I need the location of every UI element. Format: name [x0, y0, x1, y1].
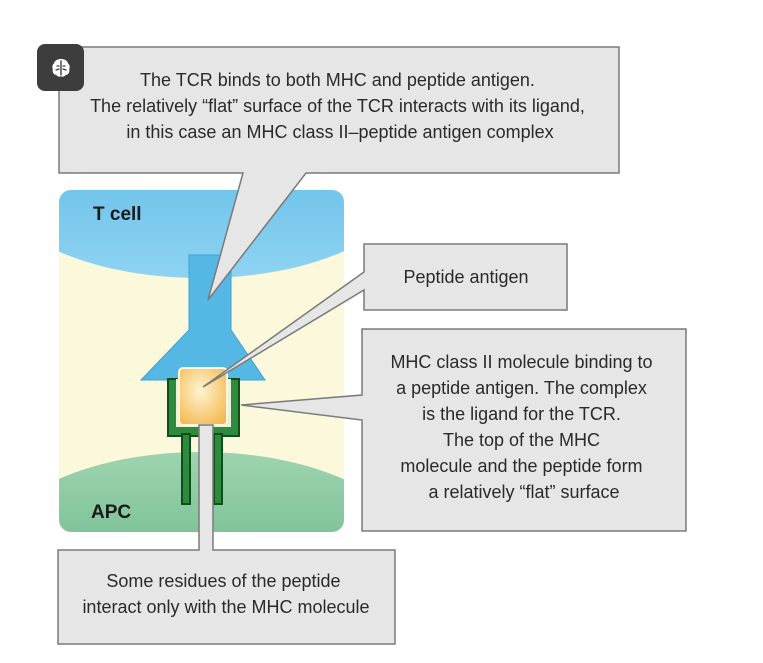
svg-text:Some residues of the peptide: Some residues of the peptide interact on… — [82, 571, 369, 617]
tcr-callout-line-1: The TCR binds to both MHC and peptide an… — [140, 70, 535, 90]
t-cell — [59, 190, 344, 278]
svg-text:Peptide antigen: Peptide antigen — [403, 267, 528, 287]
mhc-callout-line-1: MHC class II molecule binding to — [390, 352, 652, 372]
residues-callout: Some residues of the peptide interact on… — [57, 424, 396, 645]
svg-text:The TCR binds to both MHC and: The TCR binds to both MHC and peptide an… — [90, 70, 590, 142]
apc-label: APC — [91, 502, 131, 523]
mhc-callout-line-4: The top of the MHC — [443, 430, 600, 450]
residues-callout-line-2: interact only with the MHC molecule — [82, 597, 369, 617]
brain-button[interactable] — [37, 44, 84, 91]
mhc-callout-line-6: a relatively “flat” surface — [428, 482, 619, 502]
mhc-callout: MHC class II molecule binding to a pepti… — [240, 328, 687, 532]
brain-icon — [51, 58, 70, 77]
apc-cell — [59, 452, 344, 532]
svg-text:MHC class II molecule binding: MHC class II molecule binding to a pepti… — [390, 352, 657, 502]
tcr-callout: The TCR binds to both MHC and peptide an… — [58, 46, 620, 301]
peptide-callout-label: Peptide antigen — [403, 267, 528, 287]
residues-callout-line-1: Some residues of the peptide — [106, 571, 340, 591]
peptide-callout: Peptide antigen — [202, 243, 568, 388]
mhc-callout-line-3: is the ligand for the TCR. — [422, 404, 621, 424]
mhc-callout-line-2: a peptide antigen. The complex — [396, 378, 647, 398]
t-cell-label: T cell — [93, 204, 142, 225]
tcr-callout-line-3: in this case an MHC class II–peptide ant… — [126, 122, 553, 142]
mhc-callout-line-5: molecule and the peptide form — [400, 456, 642, 476]
tcr-callout-line-2: The relatively “flat” surface of the TCR… — [90, 96, 585, 116]
